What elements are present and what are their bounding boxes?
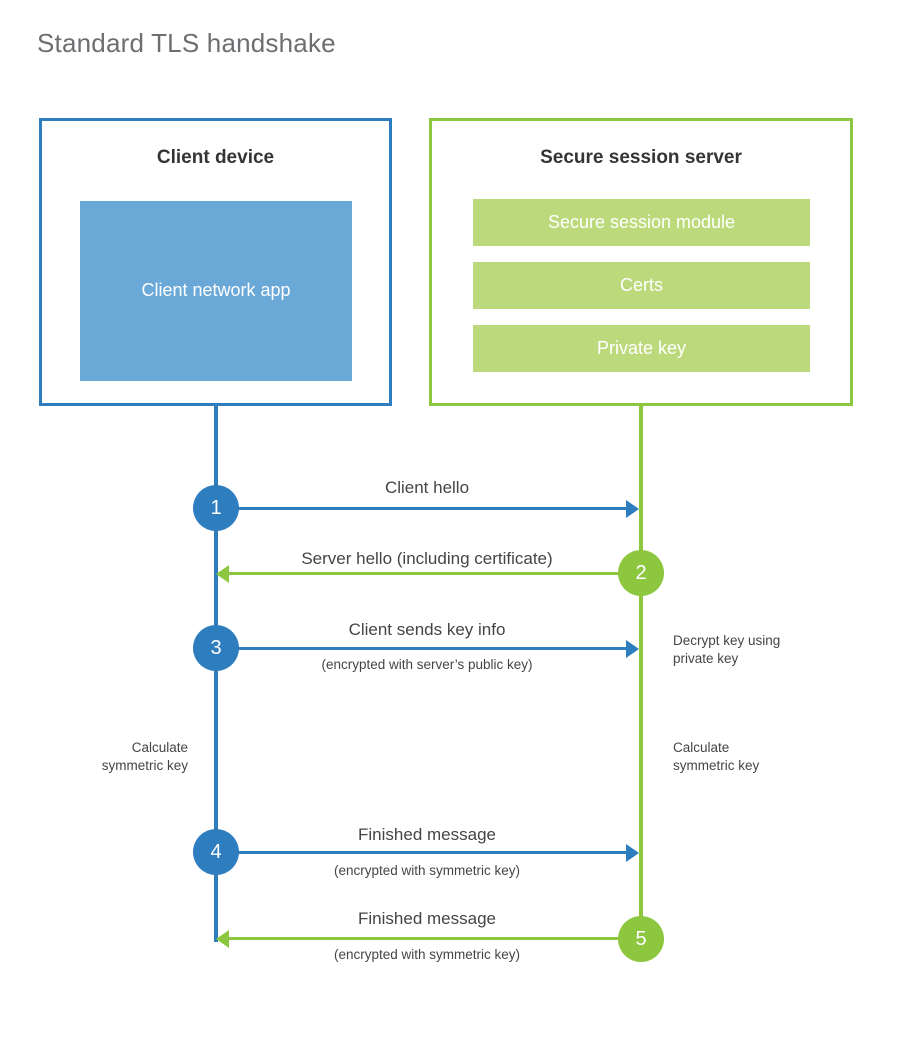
step-5-arrow-head bbox=[216, 930, 229, 948]
step-2-arrow-line bbox=[229, 572, 641, 575]
server-component-private-key: Private key bbox=[473, 325, 810, 372]
annotation-server-calculate-line1: Calculate bbox=[673, 740, 730, 755]
step-3-sublabel: (encrypted with server’s public key) bbox=[321, 657, 533, 672]
step-3-arrow-line bbox=[216, 647, 626, 650]
annotation-client-calculate-line2: symmetric key bbox=[101, 757, 188, 773]
client-device-title: Client device bbox=[156, 147, 275, 168]
step-4-label: Finished message bbox=[358, 825, 496, 844]
step-1-marker: 1 bbox=[193, 485, 239, 531]
annotation-decrypt-key-line1: Decrypt key using bbox=[673, 633, 781, 648]
annotation-decrypt-key: Decrypt key using private key bbox=[673, 632, 863, 667]
annotation-client-calculate-symmetric-key: Calculate symmetric key bbox=[20, 739, 188, 774]
step-1-arrow-line bbox=[216, 507, 626, 510]
step-4-arrow-line bbox=[216, 851, 626, 854]
annotation-client-calculate-line1: Calculate bbox=[131, 740, 188, 755]
server-lifeline bbox=[639, 406, 643, 939]
server-component-certs: Certs bbox=[473, 262, 810, 309]
step-5-arrow-line bbox=[229, 937, 641, 940]
step-1-label: Client hello bbox=[384, 478, 470, 497]
step-2-marker: 2 bbox=[618, 550, 664, 596]
step-4-marker: 4 bbox=[193, 829, 239, 875]
step-3-arrow-head bbox=[626, 640, 639, 658]
step-1-arrow-head bbox=[626, 500, 639, 518]
client-lifeline bbox=[214, 406, 218, 942]
secure-session-server-box: Secure session server Secure session mod… bbox=[429, 118, 853, 406]
client-device-box: Client device Client network app bbox=[39, 118, 392, 406]
step-2-arrow-head bbox=[216, 565, 229, 583]
server-component-secure-session-module: Secure session module bbox=[473, 199, 810, 246]
annotation-server-calculate-line2: symmetric key bbox=[673, 757, 760, 773]
step-4-arrow-head bbox=[626, 844, 639, 862]
step-3-label: Client sends key info bbox=[348, 620, 506, 639]
step-5-sublabel: (encrypted with symmetric key) bbox=[333, 947, 521, 962]
annotation-decrypt-key-line2: private key bbox=[673, 650, 739, 666]
step-3-marker: 3 bbox=[193, 625, 239, 671]
step-4-sublabel: (encrypted with symmetric key) bbox=[333, 863, 521, 878]
client-network-app-block: Client network app bbox=[80, 201, 352, 381]
step-5-marker: 5 bbox=[618, 916, 664, 962]
secure-session-server-title: Secure session server bbox=[540, 147, 742, 168]
step-2-label: Server hello (including certificate) bbox=[301, 549, 553, 568]
step-5-label: Finished message bbox=[358, 909, 496, 928]
annotation-server-calculate-symmetric-key: Calculate symmetric key bbox=[673, 739, 863, 774]
page-title: Standard TLS handshake bbox=[37, 28, 336, 58]
